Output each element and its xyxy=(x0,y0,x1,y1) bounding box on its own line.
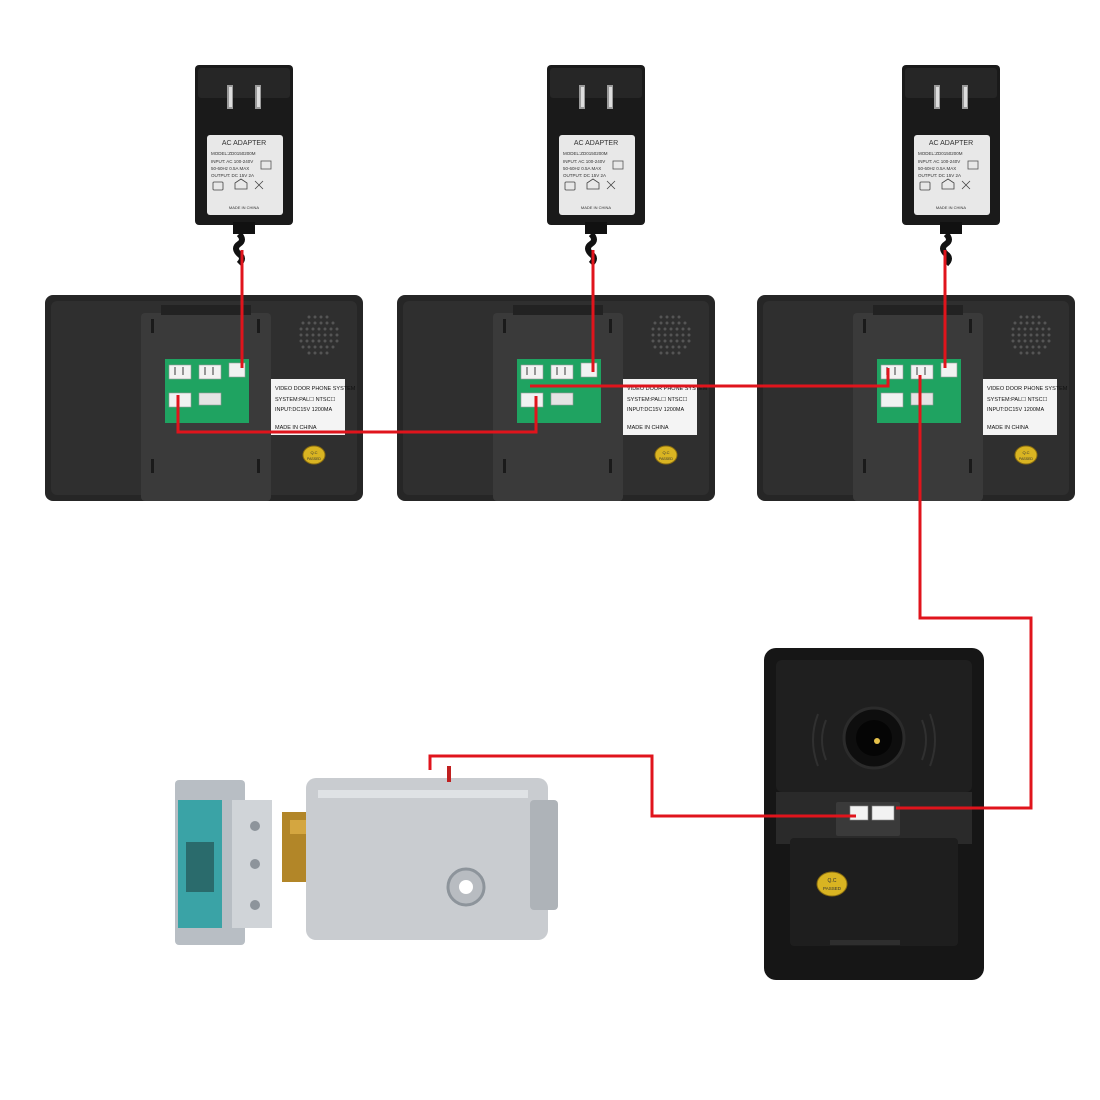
adapter-line: 50-60Hz 0.5A MAX xyxy=(918,166,956,171)
adapter-line: OUTPUT: DC 15V 2A xyxy=(211,173,254,178)
lock-body xyxy=(306,778,548,940)
monitor-label-line: SYSTEM:PAL☐ NTSC☐ xyxy=(275,396,336,403)
qc-sticker-text: Q.C xyxy=(1022,450,1029,455)
qc-sticker-text: Q.C xyxy=(828,878,837,884)
qc-sticker-text: Q.C xyxy=(310,450,317,455)
bus-wire xyxy=(176,395,538,434)
adapter-made-in: MADE IN CHINA xyxy=(229,205,260,210)
indoor-monitor: VIDEO DOOR PHONE SYSTEM SYSTEM:PAL☐ NTSC… xyxy=(396,294,716,502)
adapter-line: MODEL:ZD0150200M xyxy=(918,151,963,156)
adapter-title: AC ADAPTER xyxy=(929,140,973,147)
monitor-made-in: MADE IN CHINA xyxy=(987,425,1029,431)
adapter-line: 50-60Hz 0.5A MAX xyxy=(563,166,601,171)
camera-wire xyxy=(896,375,1033,810)
monitor-label-line: VIDEO DOOR PHONE SYSTEM xyxy=(627,386,708,392)
indoor-monitor: VIDEO DOOR PHONE SYSTEM SYSTEM:PAL☐ NTSC… xyxy=(756,294,1076,502)
indoor-monitor: VIDEO DOOR PHONE SYSTEM SYSTEM:PAL☐ NTSC… xyxy=(44,294,364,502)
adapter-line: OUTPUT: DC 15V 2A xyxy=(918,173,961,178)
adapter-line: INPUT: AC 100-240V xyxy=(918,159,960,164)
monitor-label-line: VIDEO DOOR PHONE SYSTEM xyxy=(275,386,356,392)
monitor-label-line: INPUT:DC15V 1200MA xyxy=(987,407,1044,413)
monitor-label-line: INPUT:DC15V 1200MA xyxy=(275,407,332,413)
monitor-made-in: MADE IN CHINA xyxy=(275,425,317,431)
adapter-made-in: MADE IN CHINA xyxy=(581,205,612,210)
monitor-made-in: MADE IN CHINA xyxy=(627,425,669,431)
bus-wire xyxy=(530,368,890,388)
qc-sticker-text: PASSED xyxy=(823,886,842,891)
monitor-label-line: INPUT:DC15V 1200MA xyxy=(627,407,684,413)
adapter-line: OUTPUT: DC 15V 2A xyxy=(563,173,606,178)
adapter-line: MODEL:ZD0150200M xyxy=(563,151,608,156)
power-adapter: AC ADAPTER MODEL:ZD0150200M INPUT: AC 10… xyxy=(902,65,1000,264)
adapter-title: AC ADAPTER xyxy=(574,140,618,147)
power-adapter: AC ADAPTER MODEL:ZD0150200M INPUT: AC 10… xyxy=(547,65,645,264)
electric-lock xyxy=(175,766,558,945)
monitor-label-line: VIDEO DOOR PHONE SYSTEM xyxy=(987,386,1068,392)
qc-sticker-text: PASSED xyxy=(1019,457,1033,461)
qc-sticker-text: PASSED xyxy=(307,457,321,461)
wiring xyxy=(176,250,1033,818)
adapter-line: MODEL:ZD0150200M xyxy=(211,151,256,156)
adapter-line: INPUT: AC 100-240V xyxy=(211,159,253,164)
qc-sticker-text: Q.C xyxy=(662,450,669,455)
adapter-made-in: MADE IN CHINA xyxy=(936,205,967,210)
adapter-title: AC ADAPTER xyxy=(222,140,266,147)
adapter-line: 50-60Hz 0.5A MAX xyxy=(211,166,249,171)
power-adapter: AC ADAPTER MODEL:ZD0150200M INPUT: AC 10… xyxy=(195,65,293,264)
monitor-label-line: SYSTEM:PAL☐ NTSC☐ xyxy=(987,396,1048,403)
qc-sticker-text: PASSED xyxy=(659,457,673,461)
adapter-line: INPUT: AC 100-240V xyxy=(563,159,605,164)
outdoor-camera-unit: Q.C PASSED xyxy=(764,648,984,980)
monitor-label-line: SYSTEM:PAL☐ NTSC☐ xyxy=(627,396,688,403)
lock-wire xyxy=(428,754,856,818)
qc-sticker xyxy=(816,871,848,897)
